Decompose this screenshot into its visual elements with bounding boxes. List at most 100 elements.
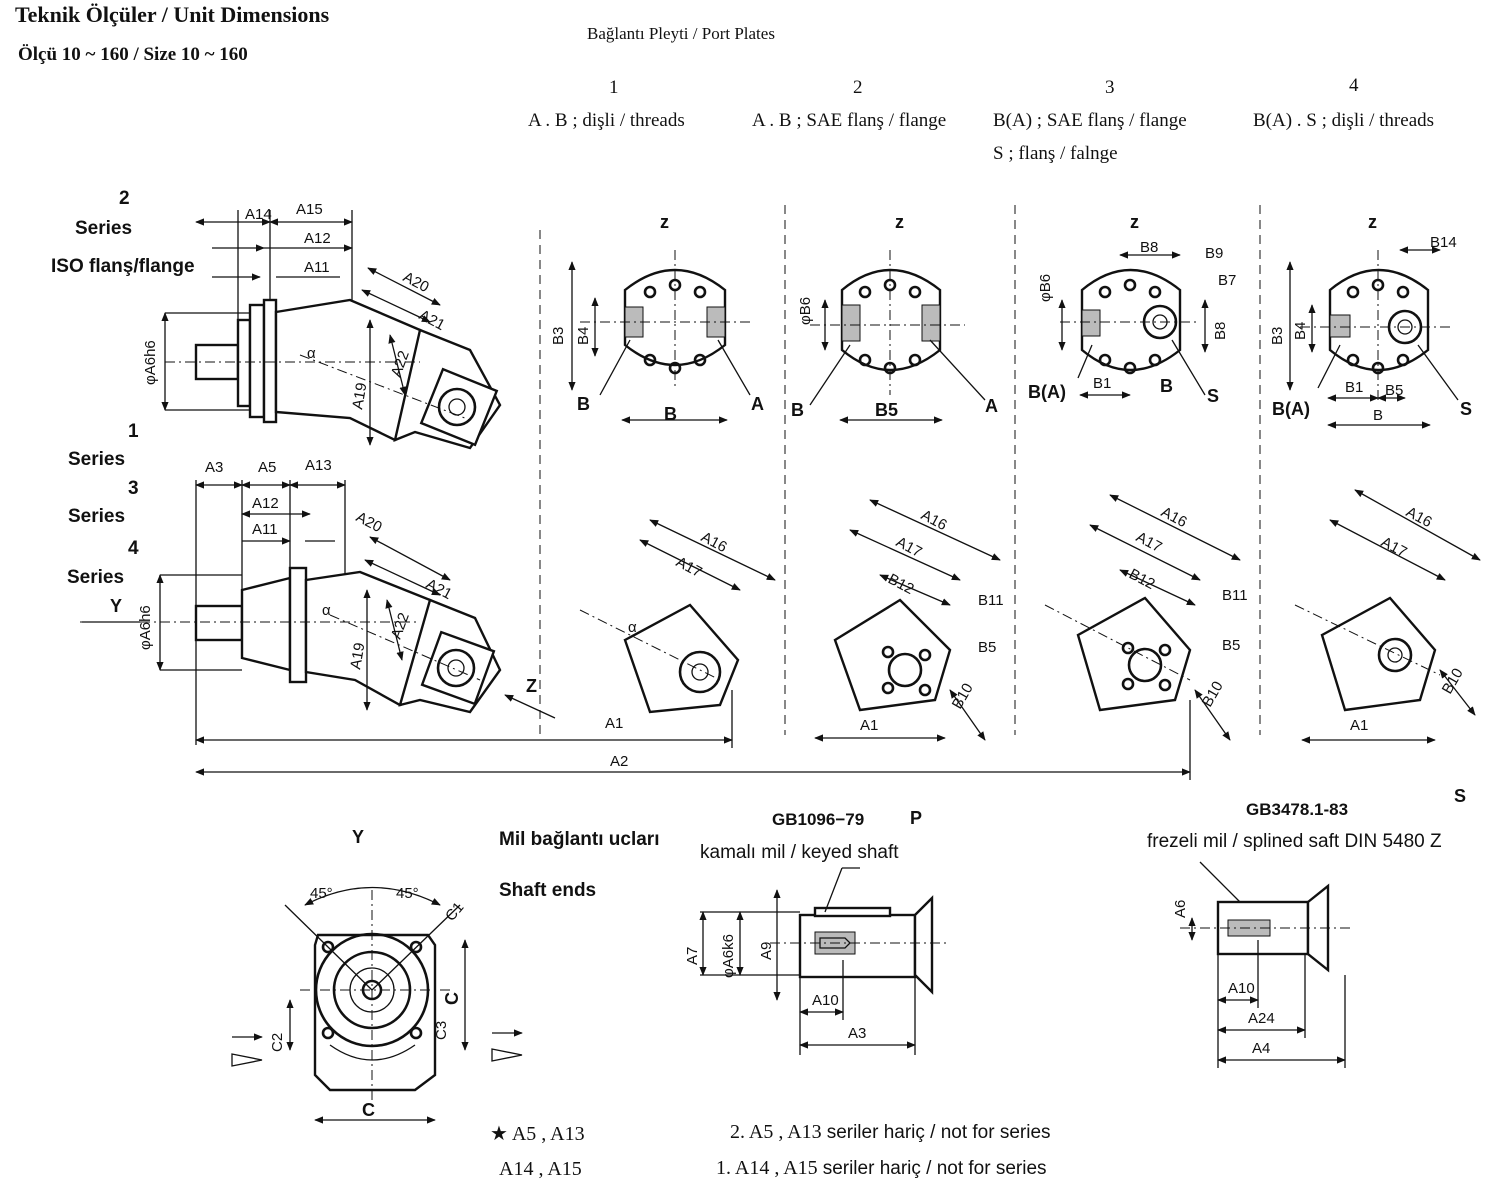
svg-text:A1: A1 (605, 715, 623, 732)
svg-text:A17: A17 (1378, 534, 1410, 562)
svg-text:A19: A19 (347, 641, 368, 670)
svg-text:z: z (1368, 212, 1377, 232)
svg-text:B10: B10 (949, 680, 977, 712)
splined-desc: frezeli mil / splined saft DIN 5480 Z (1147, 831, 1442, 852)
port-plate-3-number: 3 (1105, 77, 1115, 98)
note-row2-left: A14 , A15 (499, 1158, 582, 1180)
svg-text:A11: A11 (304, 259, 330, 276)
splined-shaft-view: A6 A10 A24 A4 (1172, 861, 1350, 1068)
svg-text:z: z (895, 212, 904, 232)
port-plate-3-desc2: S ; flanş / falnge (993, 143, 1118, 164)
svg-text:45°: 45° (310, 885, 333, 902)
series2-number: 2 (119, 188, 130, 209)
svg-text:B12: B12 (885, 571, 917, 599)
svg-text:A4: A4 (1252, 1040, 1270, 1057)
svg-text:B5: B5 (978, 639, 996, 656)
svg-text:A1: A1 (860, 717, 878, 734)
svg-text:B: B (664, 404, 677, 424)
port-plate-1-view: z B3 B4 B B A A16 A17 α (550, 212, 776, 714)
upper-dimensions: A14 A15 A12 A11 A20 A21 A22 A19 φA6h6 α (142, 201, 448, 446)
svg-text:B10: B10 (1439, 665, 1467, 697)
svg-text:φA6k6: φA6k6 (720, 934, 737, 978)
svg-text:B4: B4 (1292, 322, 1309, 340)
svg-text:α: α (322, 602, 331, 619)
svg-text:φA6h6: φA6h6 (137, 605, 154, 650)
svg-text:B11: B11 (1222, 587, 1248, 604)
svg-text:B5: B5 (1385, 382, 1403, 399)
svg-text:A7: A7 (684, 947, 701, 965)
svg-text:Y: Y (352, 827, 364, 847)
svg-text:Y: Y (110, 596, 122, 616)
svg-text:C: C (362, 1100, 375, 1120)
svg-text:A12: A12 (304, 230, 331, 247)
svg-text:B11: B11 (978, 592, 1004, 609)
y-view-flange: Y 45° 45° C1 C C3 C2 (231, 827, 523, 1124)
svg-text:A14: A14 (245, 206, 272, 223)
port-plate-2-view: z φB6 B B5 A A16 A17 (791, 212, 1004, 742)
svg-text:φB6: φB6 (1037, 274, 1054, 302)
svg-text:B: B (577, 394, 590, 414)
svg-text:S: S (1460, 399, 1472, 419)
svg-text:B3: B3 (1269, 327, 1286, 345)
port-plate-2-number: 2 (853, 77, 863, 98)
svg-text:B1: B1 (1093, 375, 1111, 392)
svg-text:A20: A20 (353, 509, 385, 537)
svg-text:C1: C1 (442, 899, 467, 925)
svg-text:A24: A24 (1248, 1010, 1275, 1027)
svg-text:A17: A17 (1133, 529, 1165, 557)
port-plate-2-desc: A . B ; SAE flanş / flange (752, 110, 947, 131)
svg-text:α: α (628, 619, 637, 636)
svg-text:S: S (1207, 386, 1219, 406)
port-plate-1-desc: A . B ; dişli / threads (528, 110, 685, 131)
svg-text:φA6h6: φA6h6 (142, 340, 159, 385)
svg-text:B: B (1373, 407, 1383, 424)
svg-text:B4: B4 (575, 327, 592, 345)
svg-text:B: B (791, 400, 804, 420)
svg-text:B(A): B(A) (1028, 382, 1066, 402)
svg-text:α: α (307, 345, 316, 362)
svg-text:A3: A3 (205, 459, 223, 476)
star-icon: ★ (490, 1123, 508, 1145)
svg-text:B12: B12 (1126, 566, 1158, 594)
size-subtitle: Ölçü 10 ~ 160 / Size 10 ~ 160 (18, 44, 248, 65)
shaft-ends-heading-en: Shaft ends (499, 880, 597, 901)
svg-text:Z: Z (526, 676, 537, 696)
svg-text:B10: B10 (1199, 678, 1227, 710)
svg-text:C3: C3 (433, 1021, 450, 1040)
svg-text:A12: A12 (252, 495, 279, 512)
svg-text:C: C (442, 992, 462, 1005)
svg-text:z: z (1130, 212, 1139, 232)
svg-text:A1: A1 (1350, 717, 1368, 734)
svg-text:B: B (1160, 376, 1173, 396)
iso-flange-label: ISO flanş/flange (51, 256, 195, 277)
overall-dimensions: A1 A2 (195, 690, 1191, 780)
svg-text:A9: A9 (758, 942, 775, 960)
svg-text:B1: B1 (1345, 379, 1363, 396)
svg-text:A19: A19 (349, 381, 370, 410)
keyed-code: P (910, 808, 923, 828)
svg-text:A11: A11 (252, 521, 278, 538)
splined-code: S (1454, 786, 1467, 806)
port-plate-1-number: 1 (609, 77, 619, 98)
svg-text:A5: A5 (258, 459, 276, 476)
series3-label: Series (68, 506, 126, 527)
series3-number: 3 (128, 478, 139, 499)
series1-number: 1 (128, 421, 139, 442)
splined-standard: GB3478.1-83 (1246, 800, 1349, 819)
note-row1-right: 2. A5 , A13 seriler hariç / not for seri… (730, 1121, 1051, 1143)
port-plate-4-desc: B(A) . S ; dişli / threads (1253, 110, 1435, 131)
svg-text:C2: C2 (269, 1033, 286, 1052)
svg-text:A10: A10 (1228, 980, 1255, 997)
port-plates-title: Bağlantı Pleyti / Port Plates (587, 24, 775, 43)
series4-number: 4 (128, 538, 139, 559)
svg-text:A10: A10 (812, 992, 839, 1009)
pump-upper-series2 (165, 298, 502, 450)
svg-text:A13: A13 (305, 457, 332, 474)
svg-text:B8: B8 (1140, 239, 1158, 256)
svg-text:A16: A16 (698, 529, 730, 557)
port-plate-3-desc: B(A) ; SAE flanş / flange (993, 110, 1187, 131)
svg-text:A16: A16 (1403, 504, 1435, 532)
svg-text:B5: B5 (1222, 637, 1240, 654)
